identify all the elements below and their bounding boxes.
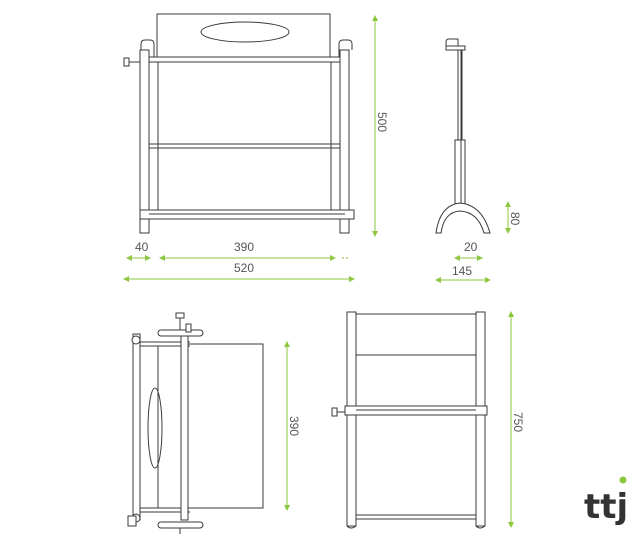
dimension-side-depth: 145 xyxy=(435,264,491,283)
dim-label-390: 390 xyxy=(234,240,254,254)
front-view xyxy=(123,13,355,234)
dim-label-145: 145 xyxy=(452,264,472,278)
top-view xyxy=(127,312,264,534)
dim-label-40: 40 xyxy=(135,240,149,254)
dim-label-390-top: 390 xyxy=(287,416,301,436)
brand-logo: ttj xyxy=(584,476,628,527)
dim-label-750: 750 xyxy=(511,412,525,432)
dimension-side-foot-width: 20 xyxy=(454,240,483,261)
side-view xyxy=(435,38,491,234)
dimension-front-inner: 390 xyxy=(159,240,350,261)
dim-label-80: 80 xyxy=(508,212,522,226)
dimension-front-leg: 40 xyxy=(126,240,151,261)
dim-label-520: 520 xyxy=(234,261,254,275)
logo-text: ttj xyxy=(584,487,628,527)
dimension-front-height: 500 xyxy=(372,15,389,237)
logo-dot xyxy=(619,476,627,484)
dim-label-500: 500 xyxy=(375,112,389,132)
dimension-front-total: 520 xyxy=(123,261,355,282)
dimension-top-depth: 390 xyxy=(284,341,301,511)
dimension-open-height: 750 xyxy=(508,311,525,528)
dimension-side-foot-height: 80 xyxy=(505,201,522,234)
dim-label-20: 20 xyxy=(464,240,478,254)
open-view xyxy=(331,311,488,529)
